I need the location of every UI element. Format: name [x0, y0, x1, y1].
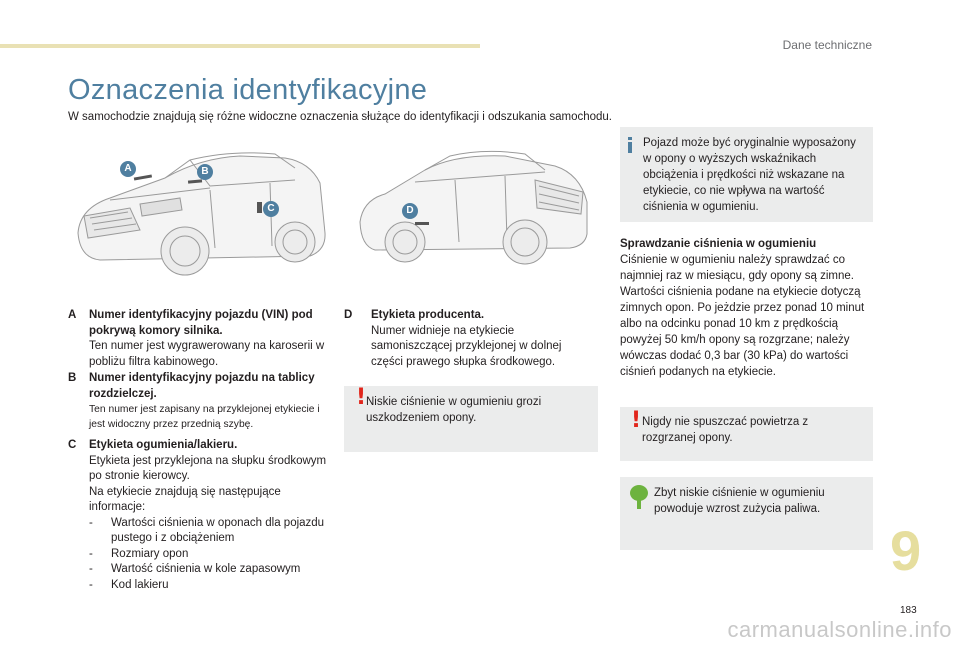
item-c-letter: C: [68, 439, 77, 451]
list-item: Rozmiary opon: [89, 547, 329, 563]
car-front-drawing: [77, 152, 326, 276]
watermark: carmanualsonline.info: [727, 617, 952, 642]
tyre-check-text: Ciśnienie w ogumieniu należy sprawdzać c…: [620, 254, 865, 378]
section-name: Dane techniczne: [782, 38, 872, 52]
marker-a: A: [120, 161, 136, 177]
tyre-check-section: Sprawdzanie ciśnienia w ogumieniu Ciśnie…: [620, 236, 873, 380]
marker-d: D: [402, 203, 418, 219]
car-illustration-side: [355, 142, 595, 287]
tyre-check-heading: Sprawdzanie ciśnienia w ogumieniu: [620, 238, 817, 250]
info-box-original-tyres: Pojazd może być oryginalnie wyposażony w…: [620, 127, 873, 222]
item-c-heading: Etykieta ogumienia/lakieru.: [89, 439, 238, 451]
item-b-letter: B: [68, 372, 77, 384]
warning-box-no-deflate: ! Nigdy nie spuszczać powietrza z rozgrz…: [620, 407, 873, 461]
page-title: Oznaczenia identyfikacyjne: [68, 74, 428, 106]
item-d-letter: D: [344, 309, 353, 321]
intro-text: W samochodzie znajdują się różne widoczn…: [68, 111, 612, 123]
header-band: [0, 44, 480, 48]
item-a-text: Ten numer jest wygrawerowany na karoseri…: [89, 340, 325, 368]
page-number: 183: [900, 605, 917, 616]
item-b-text: Ten numer jest zapisany na przyklejonej …: [89, 404, 320, 430]
item-d-text: Numer widnieje na etykiecie samoniszcząc…: [371, 324, 562, 368]
item-b-heading: Numer identyfikacyjny pojazdu na tablicy…: [89, 372, 315, 400]
item-d-heading: Etykieta producenta.: [371, 309, 485, 321]
item-a-letter: A: [68, 309, 77, 321]
warning-text-low-pressure: Niskie ciśnienie w ogumieniu grozi uszko…: [366, 396, 542, 424]
car-side-drawing: [359, 150, 588, 265]
info-icon: [628, 137, 632, 153]
exclamation-icon: !: [631, 408, 642, 433]
tree-icon: [630, 485, 648, 509]
info-text-original-tyres: Pojazd może być oryginalnie wyposażony w…: [643, 137, 856, 213]
marker-c: C: [263, 201, 279, 217]
warning-box-low-pressure: ! Niskie ciśnienie w ogumieniu grozi usz…: [344, 386, 598, 452]
item-c-list: Wartości ciśnienia w oponach dla pojazdu…: [89, 516, 329, 594]
item-c-text: Etykieta jest przyklejona na słupku środ…: [89, 454, 327, 483]
list-item: Kod lakieru: [89, 578, 329, 594]
marker-b: B: [197, 164, 213, 180]
eco-box: Zbyt niskie ciśnienie w ogumieniu powodu…: [620, 477, 873, 550]
chapter-number: 9: [890, 519, 922, 582]
warning-text-no-deflate: Nigdy nie spuszczać powietrza z rozgrzan…: [642, 416, 809, 444]
item-c-text2: Na etykiecie znajdują się następujące in…: [89, 485, 281, 514]
list-item: Wartość ciśnienia w kole zapasowym: [89, 562, 329, 578]
list-item: Wartości ciśnienia w oponach dla pojazdu…: [89, 516, 329, 547]
car-illustration-front: [70, 138, 330, 293]
eco-text: Zbyt niskie ciśnienie w ogumieniu powodu…: [654, 487, 825, 515]
item-a-heading: Numer identyfikacyjny pojazdu (VIN) pod …: [89, 309, 313, 337]
exclamation-icon: !: [356, 385, 367, 410]
